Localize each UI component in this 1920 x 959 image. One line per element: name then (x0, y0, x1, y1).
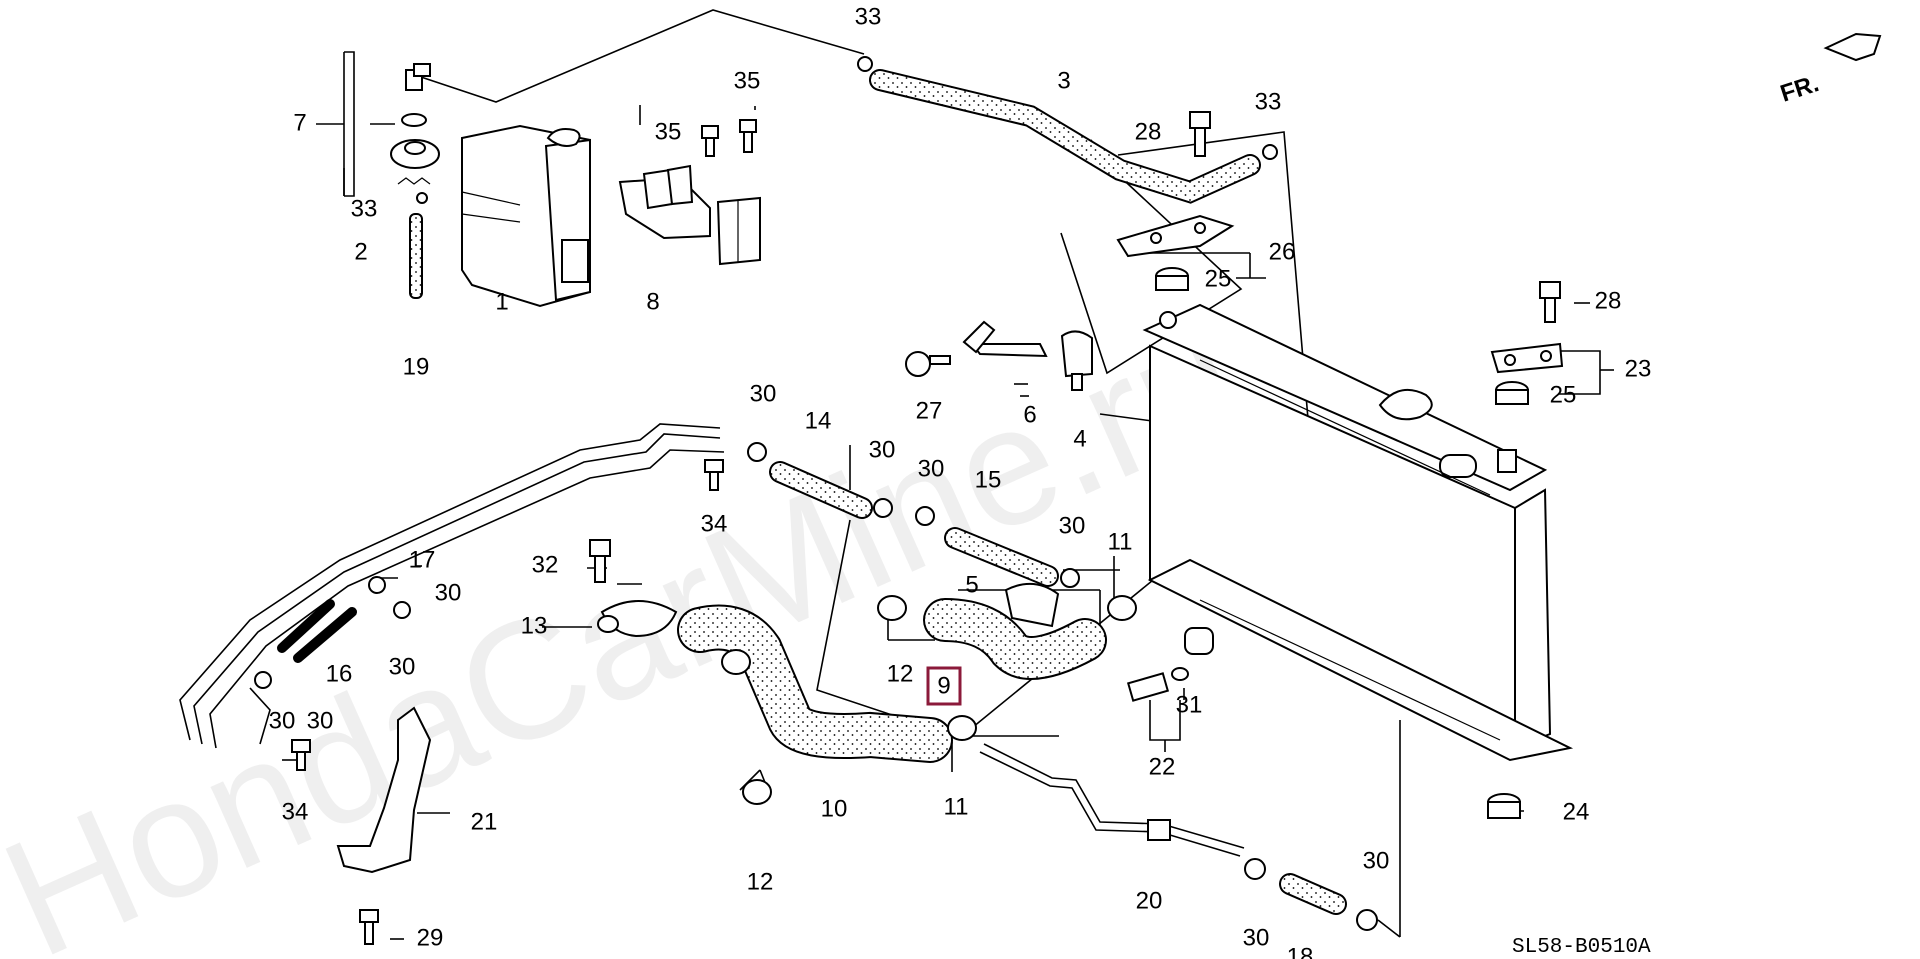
callout-16[interactable]: 16 (326, 660, 353, 687)
diagram-code: SL58-B0510A (1512, 936, 1651, 959)
clip-4 (1060, 330, 1093, 391)
hose-clips-30 (254, 442, 1378, 931)
mount-cushions-25 (1155, 267, 1529, 405)
bolt-32 (589, 539, 611, 583)
highlight-box (926, 666, 962, 706)
callout-17[interactable]: 17 (409, 546, 436, 573)
callout-15[interactable]: 15 (975, 466, 1002, 493)
callout-33-right[interactable]: 33 (1255, 88, 1282, 115)
callout-30-e[interactable]: 30 (435, 579, 462, 606)
upper-radiator-hose (923, 598, 1107, 680)
cooler-line-bracket (597, 600, 678, 638)
callout-12-lower[interactable]: 12 (747, 868, 774, 895)
callout-30-j[interactable]: 30 (1363, 847, 1390, 874)
callout-22[interactable]: 22 (1149, 753, 1176, 780)
drain-plug-24 (1487, 793, 1521, 819)
upper-breather-hose (869, 69, 1261, 204)
callout-30-c[interactable]: 30 (918, 455, 945, 482)
callout-13[interactable]: 13 (521, 612, 548, 639)
lower-mount-bracket (1490, 342, 1564, 374)
callout-33-left[interactable]: 33 (351, 195, 378, 222)
callout-35-upper[interactable]: 35 (734, 67, 761, 94)
washer-31 (1171, 667, 1189, 681)
bolts-34 (291, 459, 724, 771)
callout-4[interactable]: 4 (1073, 425, 1086, 452)
bolts-28 (1189, 111, 1561, 323)
callout-26[interactable]: 26 (1269, 238, 1296, 265)
clamps-33 (416, 56, 1278, 204)
callout-8[interactable]: 8 (646, 288, 659, 315)
callout-30-f[interactable]: 30 (389, 653, 416, 680)
callout-labels: 1 2 3 4 5 6 7 8 9 10 11 11 12 12 13 14 1… (269, 3, 1652, 959)
callout-30-b[interactable]: 30 (869, 436, 896, 463)
callout-2[interactable]: 2 (354, 238, 367, 265)
callout-30-a[interactable]: 30 (750, 380, 777, 407)
callout-25-upper[interactable]: 25 (1205, 265, 1232, 292)
callout-20[interactable]: 20 (1136, 887, 1163, 914)
callout-21[interactable]: 21 (471, 808, 498, 835)
callout-28-lower[interactable]: 28 (1595, 287, 1622, 314)
callout-30-h[interactable]: 30 (307, 707, 334, 734)
atf-cooler-hoses (769, 461, 1059, 587)
callout-31[interactable]: 31 (1176, 691, 1203, 718)
front-marker-label: FR. (1777, 70, 1822, 108)
callout-34-upper[interactable]: 34 (701, 510, 728, 537)
callout-33-top[interactable]: 33 (855, 3, 882, 30)
callout-12-upper[interactable]: 12 (887, 660, 914, 687)
reserve-tank-cap-assembly (390, 63, 440, 185)
radiator-stay (962, 320, 1048, 358)
callout-19[interactable]: 19 (403, 353, 430, 380)
callout-11-lower[interactable]: 11 (944, 793, 969, 820)
callout-30-g[interactable]: 30 (269, 707, 296, 734)
front-direction-marker: FR. (1777, 32, 1882, 108)
callout-10[interactable]: 10 (821, 795, 848, 822)
callout-27[interactable]: 27 (916, 397, 943, 424)
bolt-27 (905, 351, 951, 377)
lower-radiator-hose (677, 604, 953, 763)
cooler-hose-bracket (336, 706, 432, 874)
radiator (1142, 303, 1574, 762)
callout-18[interactable]: 18 (1287, 943, 1314, 959)
callout-28-upper[interactable]: 28 (1135, 118, 1162, 145)
bolts-35 (701, 119, 757, 157)
thermoswitch-22 (1126, 672, 1170, 702)
callout-1[interactable]: 1 (495, 288, 508, 315)
callout-30-d[interactable]: 30 (1059, 512, 1086, 539)
callout-25-lower[interactable]: 25 (1550, 381, 1577, 408)
hose-clamps-11-12 (742, 595, 1137, 805)
hose-holder-5 (1004, 583, 1060, 628)
callout-32[interactable]: 32 (532, 551, 559, 578)
callout-35-lower[interactable]: 35 (655, 118, 682, 145)
callout-5[interactable]: 5 (965, 571, 978, 598)
overflow-tube (409, 213, 423, 299)
callout-7[interactable]: 7 (293, 109, 306, 136)
callout-29[interactable]: 29 (417, 924, 444, 951)
reserve-tank (461, 124, 591, 308)
atf-cooler-pipes (179, 423, 725, 749)
bolt-29 (359, 909, 379, 945)
small-cooler-hoses (277, 599, 357, 663)
reserve-tank-bracket (618, 164, 761, 266)
callout-14[interactable]: 14 (805, 407, 832, 434)
water-pipe-20 (979, 743, 1245, 857)
callout-9[interactable]: 9 (937, 672, 950, 699)
callout-30-i[interactable]: 30 (1243, 924, 1270, 951)
callout-3[interactable]: 3 (1057, 67, 1070, 94)
callout-34-lower[interactable]: 34 (282, 798, 309, 825)
callout-23[interactable]: 23 (1625, 355, 1652, 382)
upper-mount-bracket (1116, 214, 1235, 258)
callout-6[interactable]: 6 (1023, 401, 1036, 428)
bypass-hose-18 (1279, 873, 1347, 915)
callout-11-right[interactable]: 11 (1108, 528, 1133, 555)
callout-24[interactable]: 24 (1563, 798, 1590, 825)
